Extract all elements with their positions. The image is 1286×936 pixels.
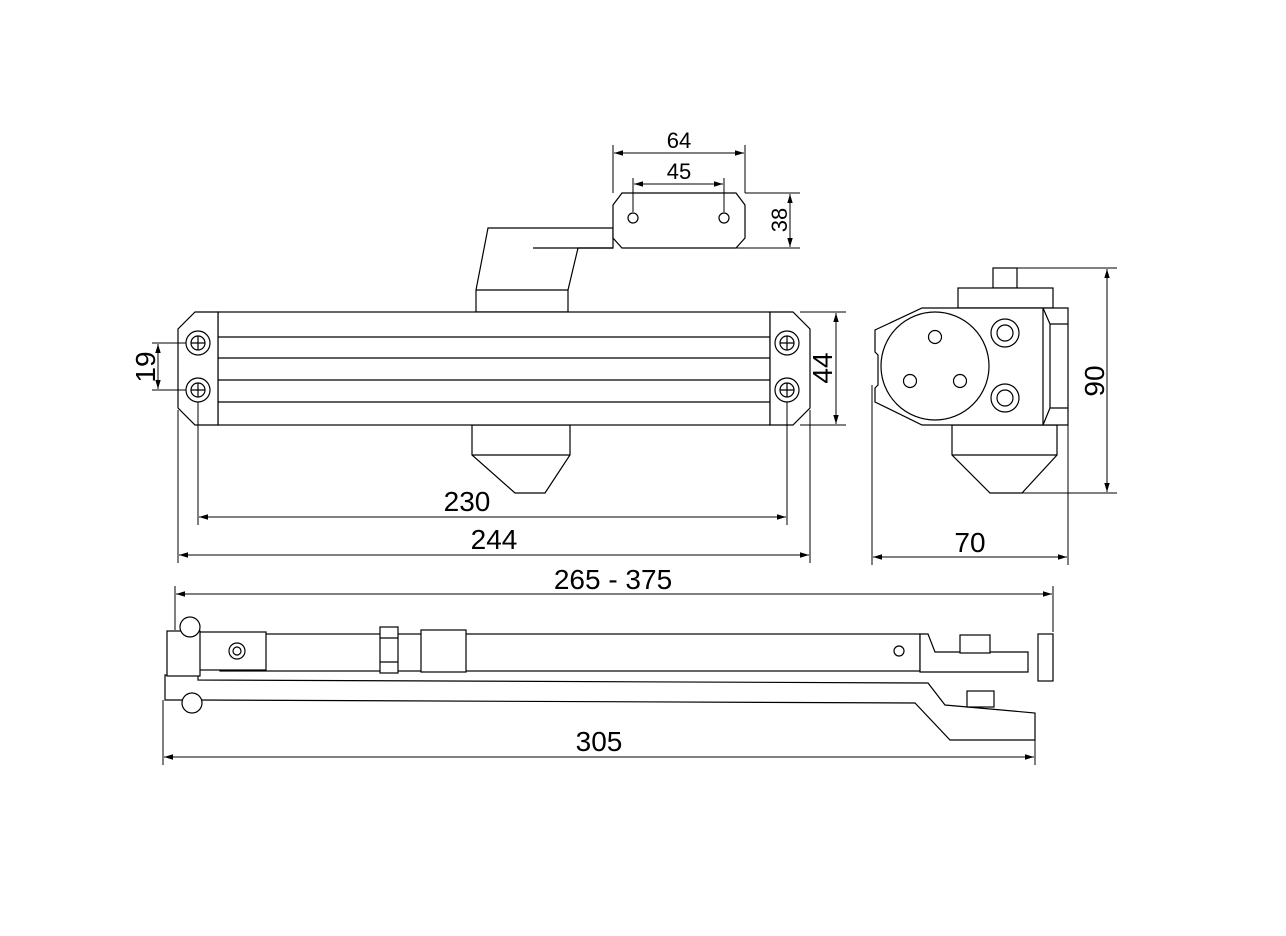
dim-side-width: 70 — [871, 385, 1069, 565]
dim-body-height: 44 — [800, 311, 846, 426]
closer-body-side — [874, 267, 1069, 494]
closer-arm — [164, 616, 1054, 741]
dim-bracket-hole-spacing: 45 — [632, 159, 725, 212]
closer-body-front — [177, 311, 811, 494]
label-body-length: 244 — [471, 524, 518, 555]
mounting-bracket — [475, 192, 746, 313]
dim-bracket-width: 64 — [612, 128, 746, 193]
dim-hole-horizontal: 230 — [197, 402, 788, 525]
label-bracket-hole-spacing: 45 — [667, 159, 691, 184]
label-body-height: 44 — [807, 352, 838, 383]
dim-bracket-height: 38 — [725, 192, 800, 249]
dim-hole-vertical: 19 — [130, 342, 186, 391]
dim-body-length: 244 — [177, 410, 811, 563]
label-side-width: 70 — [954, 527, 985, 558]
label-hole-horizontal: 230 — [444, 486, 491, 517]
label-arm-length: 305 — [576, 726, 623, 757]
label-hole-vertical: 19 — [130, 351, 161, 382]
dim-arm-length: 305 — [162, 700, 1036, 765]
label-bracket-height: 38 — [767, 208, 792, 232]
dim-side-height: 90 — [1017, 267, 1117, 494]
dim-arm-range: 265 - 375 — [174, 564, 1054, 632]
label-side-height: 90 — [1079, 365, 1110, 396]
label-bracket-width: 64 — [667, 128, 691, 153]
label-arm-range: 265 - 375 — [554, 564, 672, 595]
